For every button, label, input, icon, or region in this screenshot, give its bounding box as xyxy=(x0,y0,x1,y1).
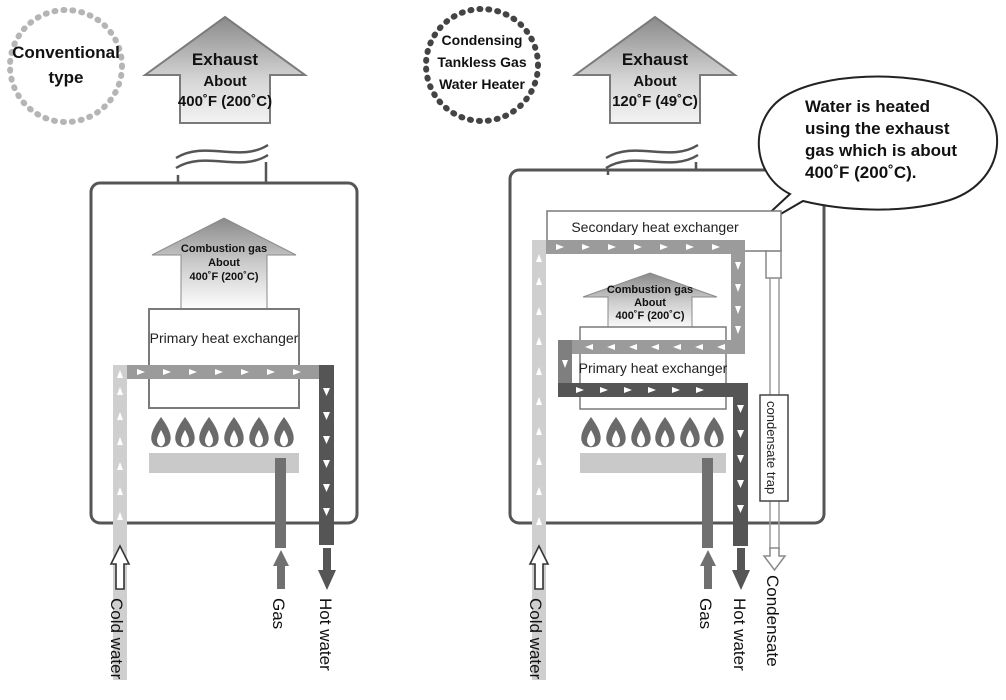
badge-line-2: Tankless Gas xyxy=(437,54,526,70)
cold-water-label: Cold water xyxy=(526,598,545,680)
callout-line-1: Water is heated xyxy=(805,97,930,116)
combustion-gas-arrow: Combustion gas About 400˚F (200˚C) xyxy=(582,272,718,331)
heater-cabinet xyxy=(89,181,359,525)
gas-pipe xyxy=(275,458,286,548)
primary-heat-exchanger xyxy=(148,308,300,409)
combustion-title: Combustion gas xyxy=(181,243,267,255)
callout-line-4: 400˚F (200˚C). xyxy=(805,163,916,182)
exhaust-temp: 400˚F (200˚C) xyxy=(178,93,272,110)
combustion-gas-arrow: Combustion gas About 400˚F (200˚C) xyxy=(151,217,297,311)
exhaust-arrow: Exhaust About 120˚F (49˚C) xyxy=(571,15,739,124)
gas-arrow xyxy=(273,550,289,589)
badge-line-1: Condensing xyxy=(442,32,523,48)
cold-water-arrow xyxy=(528,544,550,590)
condensate-label: Condensate xyxy=(763,575,782,667)
primary-heat-exchanger-label: Primary heat exchanger xyxy=(579,360,728,376)
exhaust-title: Exhaust xyxy=(622,50,688,69)
badge-line-3: Water Heater xyxy=(439,76,525,92)
conventional-unit: Conventional type Exhaust About 400˚F (2… xyxy=(7,7,359,680)
exhaust-about: About xyxy=(203,73,246,90)
burner-plate xyxy=(149,453,299,473)
burner-flames xyxy=(151,417,294,448)
badge-line-2: type xyxy=(49,68,84,87)
condensate-arrow xyxy=(762,547,787,572)
exhaust-temp: 120˚F (49˚C) xyxy=(612,93,698,110)
condensing-unit: Condensing Tankless Gas Water Heater Exh… xyxy=(423,6,998,680)
combustion-about: About xyxy=(208,257,240,269)
flue-pipe xyxy=(175,143,269,183)
condensing-badge: Condensing Tankless Gas Water Heater xyxy=(423,6,541,124)
badge-line-1: Conventional xyxy=(12,43,120,62)
gas-arrow xyxy=(700,550,716,589)
hot-water-pipe xyxy=(319,365,334,545)
cold-water-arrow xyxy=(109,544,131,590)
exhaust-title: Exhaust xyxy=(192,50,258,69)
hot-water-label: Hot water xyxy=(730,598,749,671)
combustion-temp: 400˚F (200˚C) xyxy=(615,310,684,322)
combustion-about: About xyxy=(634,297,666,309)
condensate-trap xyxy=(759,394,789,502)
water-flow-path xyxy=(113,365,334,680)
hot-water-pipe xyxy=(733,383,748,546)
gas-pipe xyxy=(702,458,713,548)
cold-flow-markers xyxy=(117,370,123,520)
hot-water-label: Hot water xyxy=(316,598,335,671)
hot-water-arrow xyxy=(732,548,750,590)
exhaust-about: About xyxy=(633,73,676,90)
callout-bubble: Water is heated using the exhaust gas wh… xyxy=(747,75,998,234)
heater-cabinet xyxy=(508,168,826,525)
callout-line-3: gas which is about xyxy=(805,141,957,160)
secondary-heat-exchanger-label: Secondary heat exchanger xyxy=(571,219,739,235)
heat-flow-markers xyxy=(137,369,301,375)
hot-flow-markers xyxy=(323,388,330,516)
cold-water-pipe xyxy=(113,368,127,680)
burner-plate xyxy=(580,453,726,473)
conventional-badge: Conventional type xyxy=(7,7,125,125)
gas-label: Gas xyxy=(696,598,715,629)
primary-heat-exchanger-label: Primary heat exchanger xyxy=(150,330,299,346)
secondary-pipe-down xyxy=(731,240,745,354)
burner-flames xyxy=(581,417,724,448)
hot-water-arrow xyxy=(318,548,336,590)
callout-line-2: using the exhaust xyxy=(805,119,950,138)
flue-pipe xyxy=(605,143,699,175)
gas-label: Gas xyxy=(269,598,288,629)
combustion-title: Combustion gas xyxy=(607,284,693,296)
flow-markers xyxy=(536,244,744,525)
combustion-temp: 400˚F (200˚C) xyxy=(189,271,258,283)
cold-water-label: Cold water xyxy=(107,598,126,680)
exhaust-arrow: Exhaust About 400˚F (200˚C) xyxy=(141,15,309,124)
condensate-trap-label: condensate trap xyxy=(764,401,779,494)
